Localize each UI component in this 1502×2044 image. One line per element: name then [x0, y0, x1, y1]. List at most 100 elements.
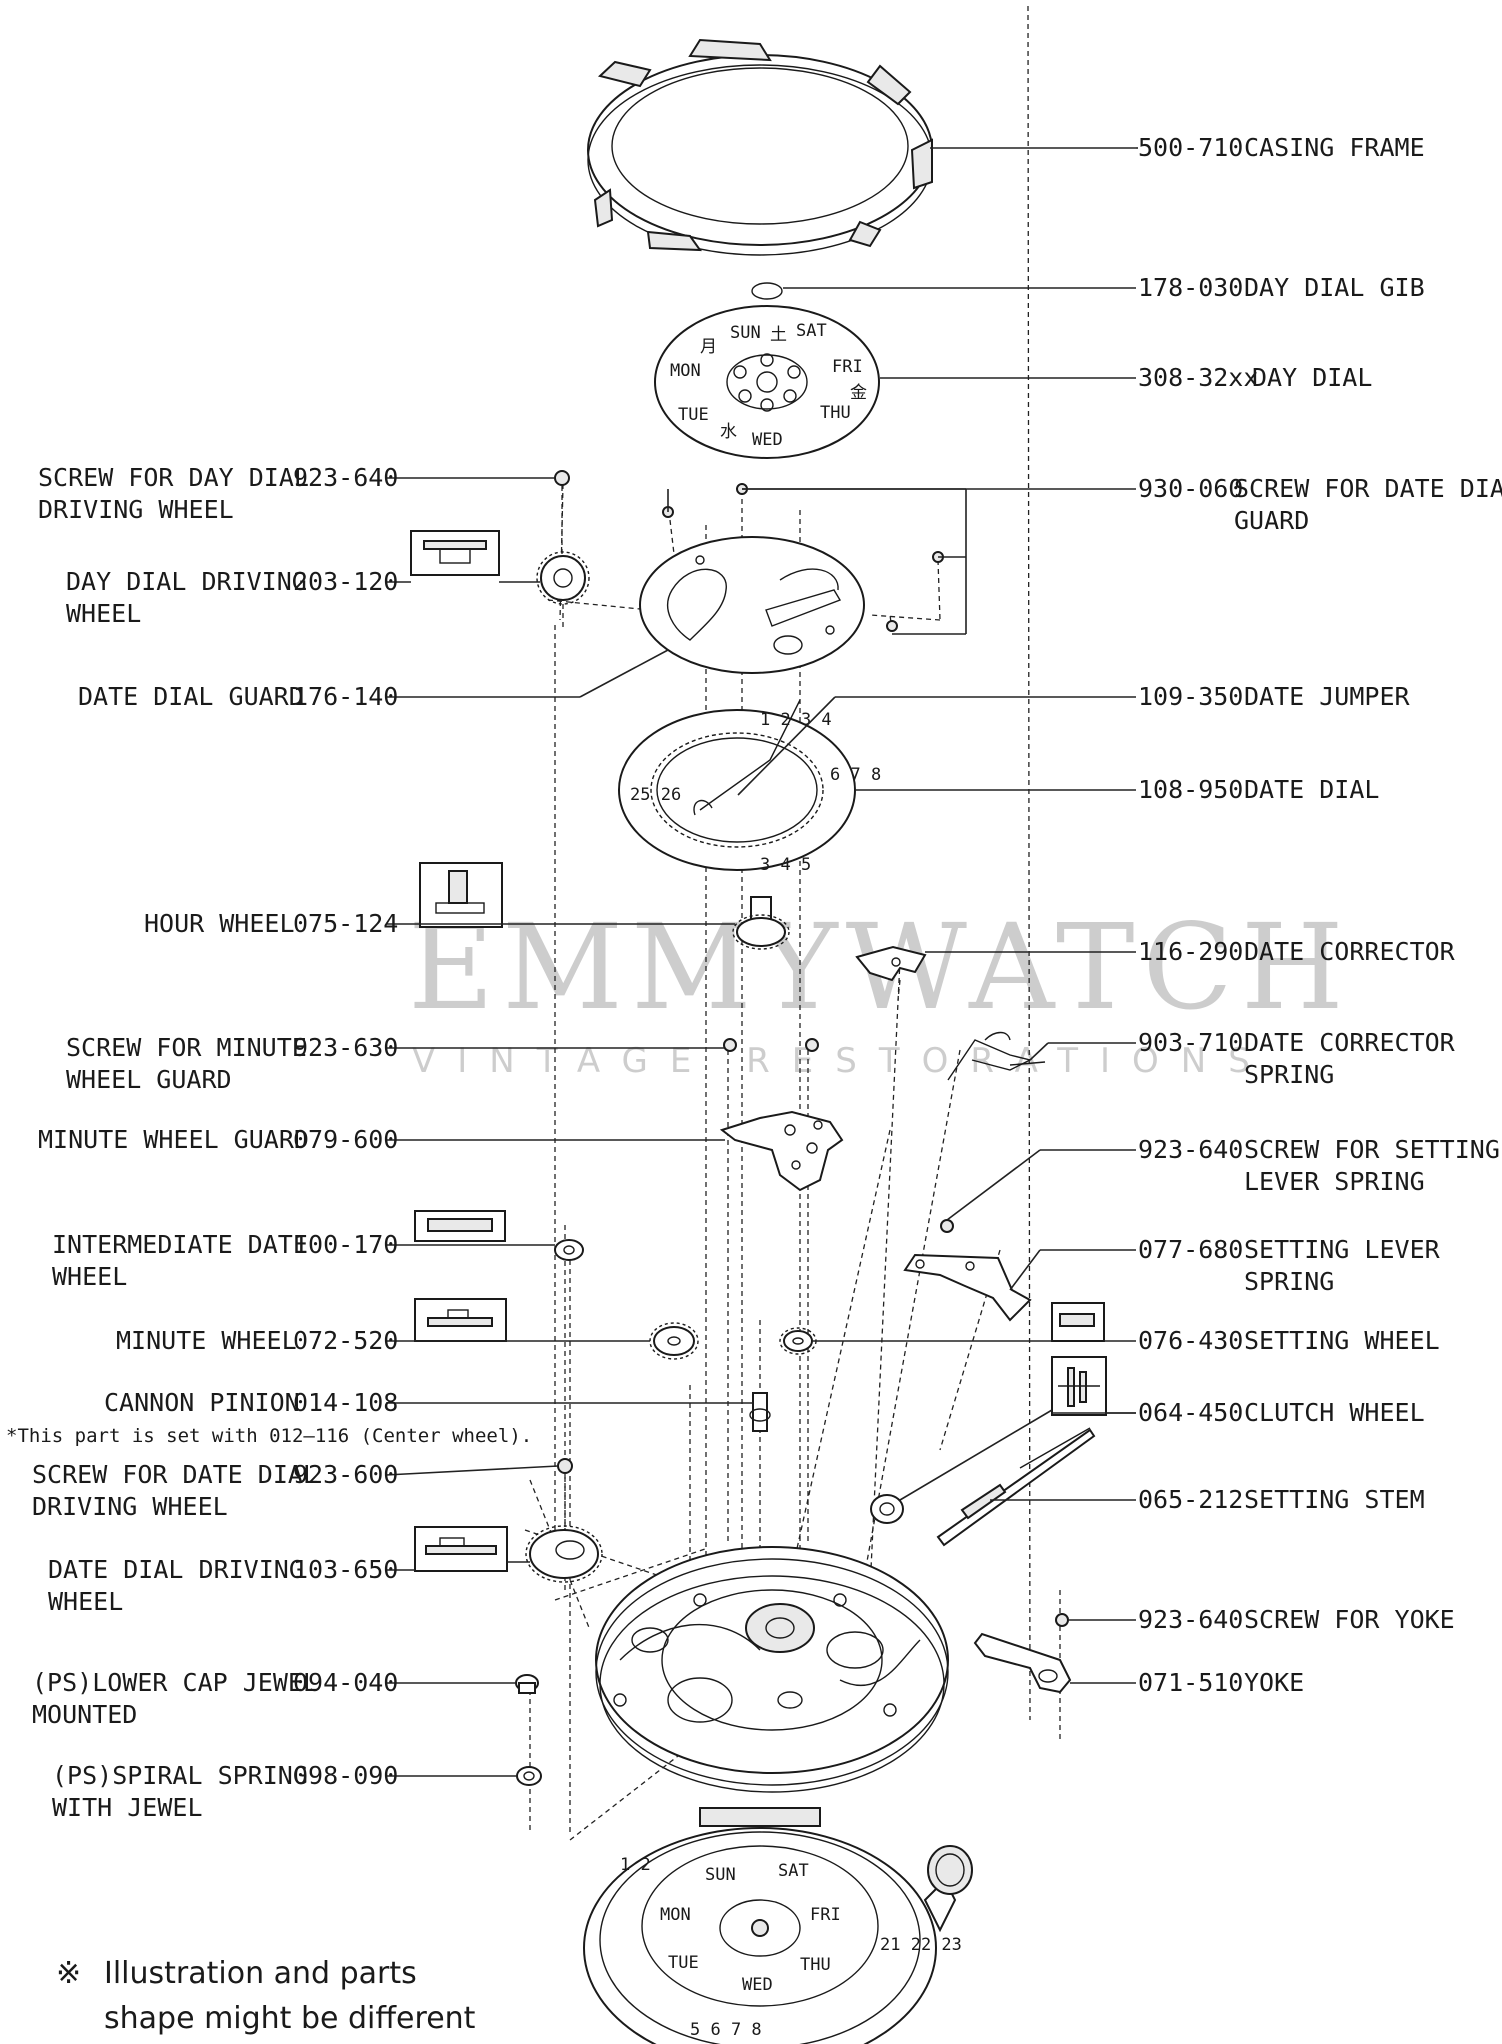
date-corrector-spring	[947, 1031, 1046, 1081]
label-code: 094-040	[293, 1668, 398, 1697]
label-screw-day-dial-driving-wheel: SCREW FOR DAY DIAL 923-640 DRIVING WHEEL	[38, 463, 398, 524]
date-corrector	[855, 945, 927, 1001]
setting-stem	[936, 1427, 1096, 1547]
label-name: DATE CORRECTOR	[1244, 937, 1456, 966]
label-name: SCREW FOR DATE DIAL	[32, 1460, 318, 1489]
label-name: MINUTE WHEEL GUARD	[38, 1125, 309, 1154]
label-date-corrector-spring: 903-710 DATE CORRECTOR SPRING	[1138, 1028, 1456, 1089]
intermediate-date-wheel-profile	[414, 1210, 506, 1242]
svg-text:6 7 8: 6 7 8	[830, 765, 881, 785]
minute-wheel-guard-screws	[723, 1038, 819, 1052]
labels-right: 500-710 CASING FRAME 178-030 DAY DIAL GI…	[1138, 133, 1502, 1697]
label-name: DATE JUMPER	[1244, 682, 1411, 711]
labels-left: SCREW FOR DAY DIAL 923-640 DRIVING WHEEL…	[6, 463, 532, 1822]
label-name: CLUTCH WHEEL	[1244, 1398, 1425, 1427]
label-date-dial-driving-wheel: DATE DIAL DRIVING 103-650 WHEEL	[48, 1555, 398, 1616]
label-code: 079-600	[293, 1125, 398, 1154]
leader-lines	[385, 147, 1138, 1777]
setting-lever-spring-screw	[940, 1219, 954, 1233]
label-code: 500-710	[1138, 133, 1243, 162]
assembled-day-tue: TUE	[668, 1953, 699, 1973]
label-code: 903-710	[1138, 1028, 1243, 1057]
label-name: DATE CORRECTOR	[1244, 1028, 1456, 1057]
label-name: SETTING LEVER	[1244, 1235, 1441, 1264]
label-cannon-pinion: CANNON PINION 014-108 *This part is set …	[6, 1388, 532, 1447]
label-name: INTERMEDIATE DATE	[52, 1230, 308, 1259]
label-name-line2: WITH JEWEL	[52, 1793, 203, 1822]
label-name: SCREW FOR YOKE	[1244, 1605, 1455, 1634]
label-name-line2: WHEEL	[52, 1262, 127, 1291]
day-kanji-sui: 水	[720, 422, 737, 442]
clutch-wheel	[870, 1494, 904, 1524]
spiral-spring-jewel	[516, 1766, 542, 1786]
hour-wheel	[732, 896, 790, 950]
label-code: 064-450	[1138, 1398, 1243, 1427]
assembled-day-sun: SUN	[705, 1865, 736, 1885]
day-kanji-getsu: 月	[700, 337, 717, 357]
label-code: 923-640	[1138, 1605, 1243, 1634]
label-name: DATE DIAL DRIVING	[48, 1555, 304, 1584]
assembled-day-wed: WED	[742, 1975, 773, 1995]
day-label-thu: THU	[820, 403, 851, 423]
setting-lever-spring	[903, 1253, 1032, 1322]
day-dial-driving-wheel-profile	[410, 530, 500, 576]
label-minute-wheel: MINUTE WHEEL 072-520	[116, 1326, 398, 1355]
label-code: 065-212	[1138, 1485, 1243, 1514]
casing-frame	[587, 38, 933, 256]
label-name-line2: WHEEL	[48, 1587, 123, 1616]
day-label-sat: SAT	[796, 321, 827, 341]
label-name-line2: DRIVING WHEEL	[38, 495, 234, 524]
label-name: DATE DIAL GUARD	[78, 682, 304, 711]
assembled-movement: SUN SAT FRI THU WED TUE MON 21 22 23 5 6…	[583, 1807, 973, 2044]
disclaimer-line2: shape might be different	[104, 2001, 476, 2036]
date-dial-guard	[639, 536, 865, 674]
svg-text:21 22 23: 21 22 23	[880, 1935, 962, 1955]
disclaimer-line1: Illustration and parts	[104, 1956, 417, 1991]
yoke-screw	[1055, 1613, 1069, 1627]
label-name: DAY DIAL GIB	[1244, 273, 1425, 302]
label-name: SCREW FOR DAY DIAL	[38, 463, 309, 492]
reference-mark-icon: ※	[56, 1956, 81, 1991]
label-name: HOUR WHEEL	[144, 909, 295, 938]
label-name-line2: DRIVING WHEEL	[32, 1492, 228, 1521]
label-screw-date-dial-guard: 930-060 SCREW FOR DATE DIAL GUARD	[1138, 474, 1502, 535]
label-name: CASING FRAME	[1244, 133, 1425, 162]
date-dial-driving-wheel	[525, 1525, 603, 1583]
clutch-wheel-profile	[1051, 1356, 1107, 1416]
label-code: 109-350	[1138, 682, 1243, 711]
label-code: 014-108	[293, 1388, 398, 1417]
label-date-dial: 108-950 DATE DIAL	[1138, 775, 1379, 804]
svg-text:5 6 7 8: 5 6 7 8	[690, 2020, 762, 2040]
label-screw-date-dial-driving-wheel: SCREW FOR DATE DIAL 923-600 DRIVING WHEE…	[32, 1460, 398, 1521]
svg-text:3 4 5: 3 4 5	[760, 855, 811, 875]
label-code: 076-430	[1138, 1326, 1243, 1355]
intermediate-date-wheel	[554, 1239, 584, 1261]
assembled-day-thu: THU	[800, 1955, 831, 1975]
label-clutch-wheel: 064-450 CLUTCH WHEEL	[1138, 1398, 1425, 1427]
label-name: DAY DIAL	[1252, 363, 1372, 392]
svg-text:25 26: 25 26	[630, 785, 681, 805]
label-name-line2: SPRING	[1244, 1267, 1334, 1296]
label-name: SCREW FOR SETTING	[1244, 1135, 1500, 1164]
label-name: SETTING STEM	[1244, 1485, 1425, 1514]
label-code: 075-124	[293, 909, 398, 938]
label-code: 072-520	[293, 1326, 398, 1355]
cannon-pinion	[749, 1392, 771, 1432]
label-name-line2: WHEEL	[66, 599, 141, 628]
label-minute-wheel-guard: MINUTE WHEEL GUARD 079-600	[38, 1125, 398, 1154]
label-code: 930-060	[1138, 474, 1243, 503]
yoke	[973, 1632, 1072, 1694]
label-name: DATE DIAL	[1244, 775, 1379, 804]
assembled-day-mon: MON	[660, 1905, 691, 1925]
label-code: 178-030	[1138, 273, 1243, 302]
label-code: 103-650	[293, 1555, 398, 1584]
cannon-pinion-note: *This part is set with 012—116 (Center w…	[6, 1425, 532, 1447]
disclaimer: ※ Illustration and parts shape might be …	[56, 1956, 476, 2036]
label-name: MINUTE WHEEL	[116, 1326, 297, 1355]
setting-wheel	[779, 1327, 817, 1355]
date-dial: 1 2 3 4 6 7 8 3 4 5 25 26	[618, 699, 881, 875]
assembled-day-fri: FRI	[810, 1905, 841, 1925]
label-day-dial: 308-32xx DAY DIAL	[1138, 363, 1372, 392]
label-setting-wheel: 076-430 SETTING WHEEL	[1138, 1326, 1440, 1355]
